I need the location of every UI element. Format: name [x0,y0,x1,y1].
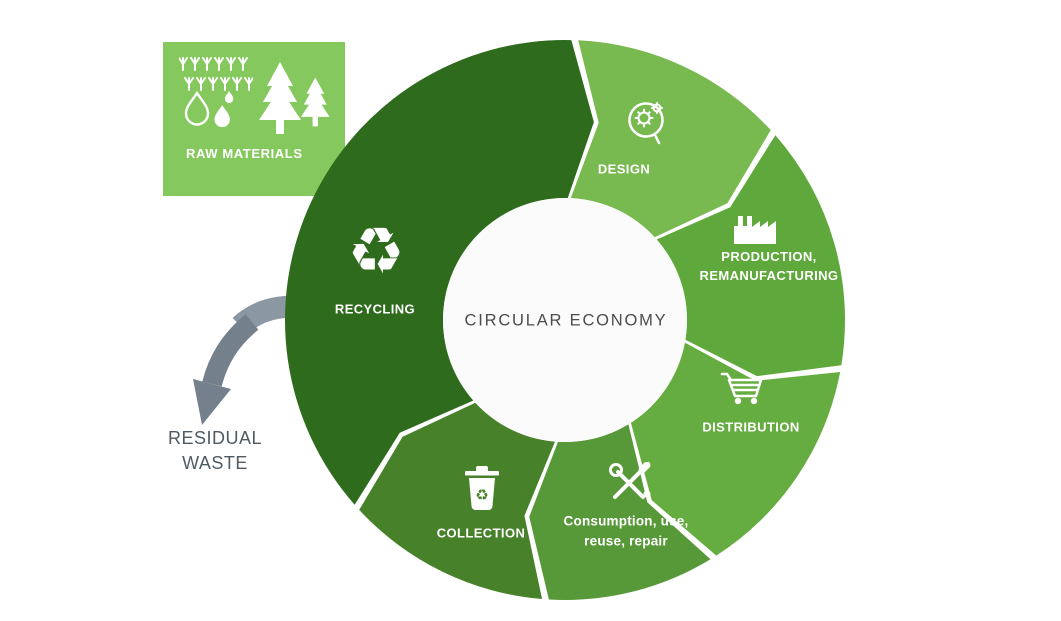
residual-waste-arrowhead [193,379,231,425]
repair-tools-icon [609,462,651,499]
residual-waste-line1: RESIDUAL [167,427,263,448]
residual-waste-label: RESIDUAL WASTE [168,426,262,476]
design-head-gears-icon [628,102,664,145]
segment-design [570,40,771,238]
raw-materials-panel: RAW MATERIALS [163,42,345,196]
production-label-line1: PRODUCTION, [721,249,817,265]
pine-trees-icon [259,62,330,134]
segment-distribution [630,342,841,556]
consumption-label: Consumption, use, reuse, repair [564,511,689,550]
distribution-label: DISTRIBUTION [702,419,800,435]
consumption-label-line1: Consumption, use, [563,513,689,529]
segment-production-remanufacturing [656,135,845,377]
factory-icon [734,216,776,244]
shopping-cart-icon [720,372,763,405]
residual-waste-arrow-band [202,314,259,387]
recycle-bin-icon: ♻ [465,466,499,510]
consumption-label-line2: reuse, repair [584,533,668,548]
segment-consumption [529,424,711,601]
production-remanufacturing-label: PRODUCTION, REMANUFACTURING [700,248,839,286]
recycling-label: RECYCLING [334,301,416,317]
production-label-line2: REMANUFACTURING [699,268,839,283]
recycling-icon: ♻ [347,215,405,289]
water-drops-icon [184,90,234,128]
segment-recycling [285,39,594,505]
bin-recycle-symbol: ♻ [475,486,488,504]
raw-materials-label: RAW MATERIALS [186,146,303,161]
center-title: CIRCULAR ECONOMY [464,311,668,330]
wheat-crops-icon [179,57,253,91]
design-label: DESIGN [597,161,651,177]
segment-collection [359,402,555,600]
wheel-center-circle [443,198,687,442]
wheel-segments [285,39,845,601]
residual-waste-line2: WASTE [182,453,248,473]
collection-label: COLLECTION [436,525,526,541]
